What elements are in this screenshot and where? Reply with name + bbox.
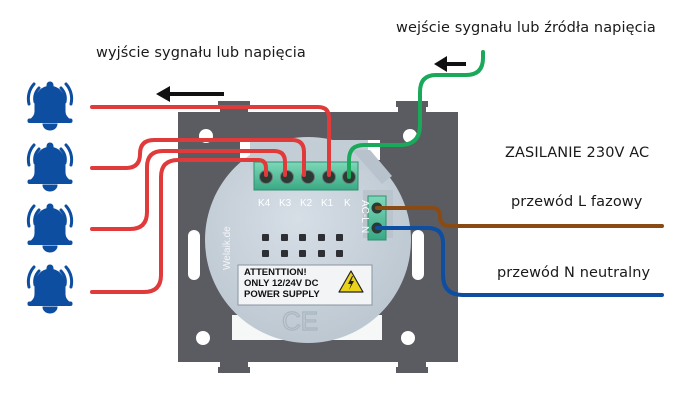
warning-line-3: POWER SUPPLY: [244, 289, 320, 300]
bell-ringing-icon: [26, 263, 74, 315]
signal-terminal-block: K4 K3 K2 K1 K: [253, 161, 359, 209]
output-wire-k1: [90, 105, 331, 177]
ce-mark: CE: [282, 306, 318, 336]
brand-label: Welaik.de: [222, 226, 233, 270]
bell-ringing-icon: [26, 141, 74, 193]
warning-sticker: ATTENTTION! ONLY 12/24V DC POWER SUPPLY: [237, 264, 373, 306]
output-wire-k4: [90, 158, 268, 294]
live-wire-label: przewód L fazowy: [511, 194, 643, 210]
warning-line-2: ONLY 12/24V DC: [244, 278, 319, 289]
vent-holes: [262, 234, 343, 257]
terminal-label-k3: K3: [279, 198, 292, 209]
terminal-label-ac-l: AC-L: [359, 200, 370, 223]
input-signal-label: wejście sygnału lub źródła napięcia: [396, 20, 656, 36]
terminal-label-k: K: [344, 198, 351, 209]
terminal-label-n: N: [359, 226, 370, 233]
arrow-left-icon: [434, 56, 466, 72]
live-wire-l: [375, 206, 664, 228]
output-signal-label: wyjście sygnału lub napięcia: [96, 45, 306, 61]
bell-ringing-icon: [26, 202, 74, 254]
bell-ringing-icon: [26, 80, 74, 132]
neutral-wire-n: [375, 226, 664, 297]
terminal-label-k4: K4: [258, 198, 271, 209]
warning-line-1: ATTENTTION!: [244, 267, 307, 278]
output-wires: [90, 105, 331, 294]
high-voltage-warning-icon: [338, 270, 364, 293]
terminal-label-k2: K2: [300, 198, 313, 209]
power-supply-label: ZASILANIE 230V AC: [505, 145, 650, 161]
input-wire-k: [347, 50, 485, 179]
arrow-left-icon: [156, 86, 224, 102]
output-wire-k3: [90, 149, 287, 231]
neutral-wire-label: przewód N neutralny: [497, 265, 651, 281]
output-wire-k2: [90, 138, 306, 177]
terminal-label-k1: K1: [321, 198, 334, 209]
